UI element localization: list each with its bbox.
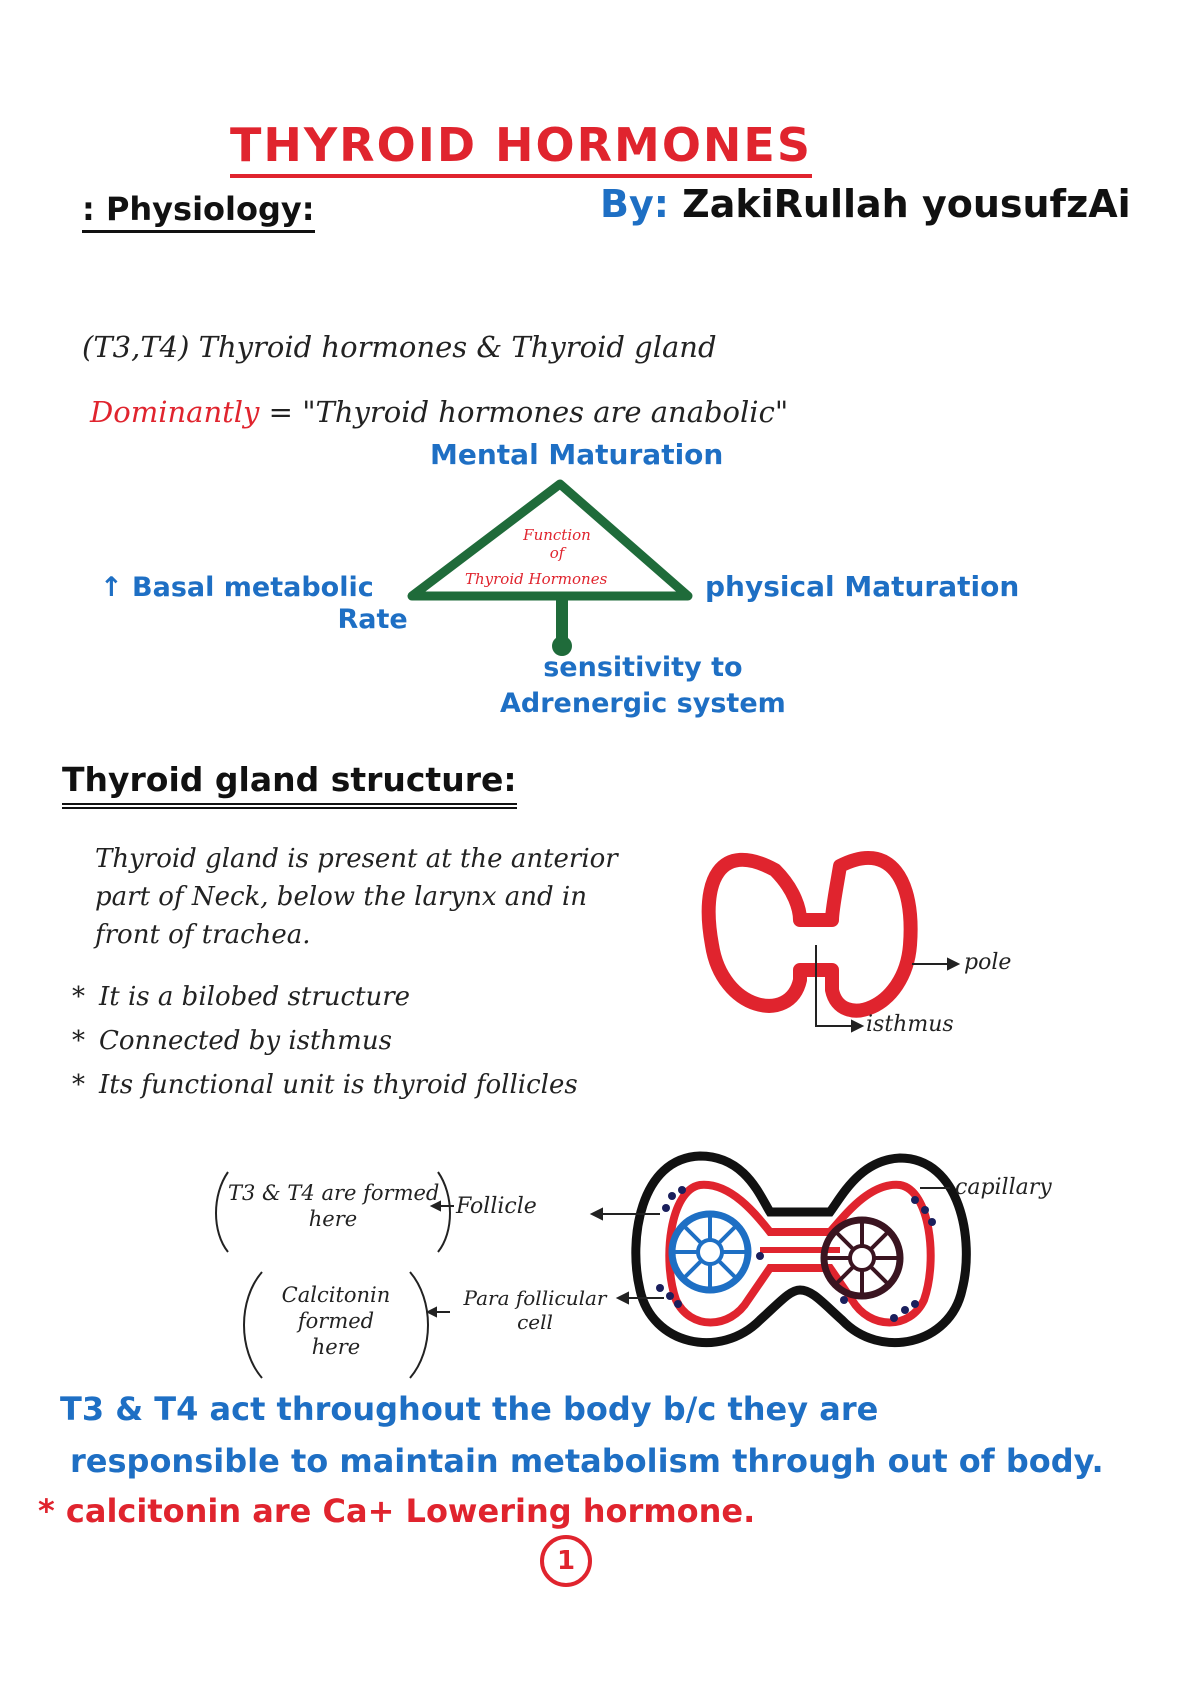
page-number: 1 — [540, 1535, 592, 1587]
note-calc-line-3: here — [311, 1335, 361, 1359]
page-title: THYROID HORMONES — [230, 118, 812, 178]
anabolic-statement: = "Thyroid hormones are anabolic" — [268, 395, 789, 429]
note-calc-line-2: formed — [297, 1309, 375, 1333]
triangle-function-word: Function — [523, 526, 591, 544]
function-triangle — [407, 479, 693, 656]
parafollicular-line-1: Para follicular — [463, 1286, 607, 1310]
note-calcitonin-formed: Calcitonin formed here — [262, 1282, 410, 1360]
note-t3t4-formed: T3 & T4 are formed here — [228, 1180, 440, 1232]
bullet-text: Its functional unit is thyroid follicles — [99, 1070, 578, 1100]
structure-bullets: *It is a bilobed structure *Connected by… — [72, 975, 578, 1107]
note-t3t4-line-2: here — [308, 1207, 358, 1231]
summary-line-2: responsible to maintain metabolism throu… — [70, 1442, 1104, 1480]
triangle-label-bottom: Thyroid Hormones — [465, 570, 608, 588]
summary-line-1: T3 & T4 act throughout the body b/c they… — [60, 1390, 879, 1428]
bullet-text: It is a bilobed structure — [99, 982, 411, 1012]
intro-line-1: (T3,T4) Thyroid hormones & Thyroid gland — [82, 330, 717, 364]
parafollicular-line-2: cell — [517, 1310, 553, 1334]
gland-pointers — [815, 945, 961, 1033]
triangle-of-word: of — [549, 544, 565, 562]
follicle-diagram — [215, 1151, 971, 1379]
author-by: By: — [600, 182, 669, 226]
bullet-item: *Its functional unit is thyroid follicle… — [72, 1070, 578, 1100]
structure-paragraph: Thyroid gland is present at the anterior… — [95, 844, 618, 950]
subject-label: : Physiology: — [82, 190, 315, 233]
author-name: ZakiRullah yousufzAi — [682, 182, 1131, 226]
summary-line-3: * calcitonin are Ca+ Lowering hormone. — [38, 1492, 756, 1530]
triangle-label-top: Function of — [502, 526, 612, 562]
label-pole: pole — [964, 950, 1012, 975]
label-capillary: capillary — [955, 1175, 1052, 1200]
structure-heading: Thyroid gland structure: — [62, 760, 517, 809]
bmr-line-1: ↑ Basal metabolic — [100, 572, 374, 603]
dominantly-label: Dominantly — [90, 395, 260, 429]
note-t3t4-line-1: T3 & T4 are formed — [228, 1181, 440, 1205]
intro-line-2: Dominantly = "Thyroid hormones are anabo… — [90, 395, 788, 429]
label-isthmus: isthmus — [866, 1012, 954, 1037]
adrenergic-line-2: Adrenergic system — [500, 688, 786, 719]
function-physical-maturation: physical Maturation — [705, 570, 1020, 603]
function-basal-metabolic-rate: ↑ Basal metabolic Rate — [100, 572, 408, 636]
function-adrenergic-sensitivity: sensitivity to Adrenergic system — [500, 650, 786, 722]
bmr-line-2: Rate — [337, 604, 408, 635]
author-line: By: ZakiRullah yousufzAi — [600, 182, 1131, 226]
thyroid-gland-drawing — [701, 851, 918, 1018]
bullet-text: Connected by isthmus — [99, 1026, 392, 1056]
label-parafollicular-cell: Para follicular cell — [450, 1286, 620, 1334]
note-calc-line-1: Calcitonin — [281, 1283, 391, 1307]
adrenergic-line-1: sensitivity to — [543, 652, 743, 683]
bullet-item: *It is a bilobed structure — [72, 982, 411, 1012]
label-follicle: Follicle — [456, 1194, 537, 1219]
function-mental-maturation: Mental Maturation — [430, 438, 724, 471]
bullet-item: *Connected by isthmus — [72, 1026, 392, 1056]
